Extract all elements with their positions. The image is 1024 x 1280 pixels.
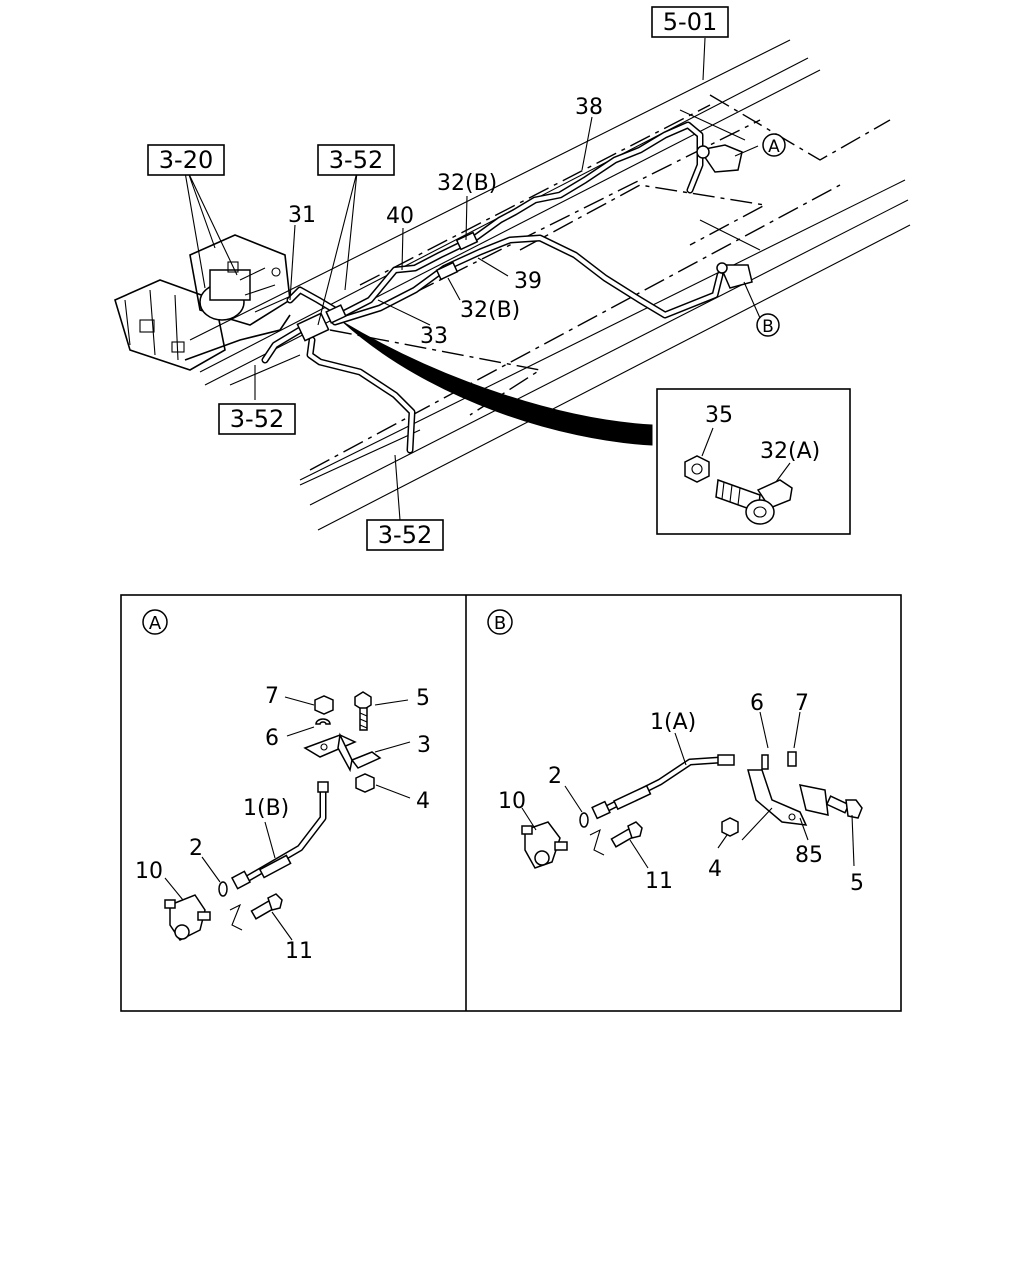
panel-b-callout-1a: 1(A) — [650, 710, 696, 735]
svg-text:B: B — [494, 613, 506, 634]
bolt-icon — [825, 795, 863, 819]
panel-b-callout-6: 6 — [750, 691, 764, 716]
panel-a-callout-6: 6 — [265, 726, 279, 751]
union-fitting-icon — [521, 821, 568, 869]
o-ring-icon — [218, 881, 228, 897]
elbow-union-icon — [715, 478, 793, 525]
flexible-hose-icon — [591, 754, 735, 820]
svg-text:3-52: 3-52 — [329, 146, 383, 174]
bracket-icon — [303, 732, 382, 773]
brake-pipes — [261, 121, 753, 454]
panel-a-title: A — [142, 609, 168, 635]
callout-40: 40 — [386, 204, 414, 229]
svg-text:3-20: 3-20 — [159, 146, 213, 174]
svg-text:3-52: 3-52 — [378, 521, 432, 549]
panel-b-callout-2: 2 — [548, 764, 562, 789]
o-ring-icon — [579, 812, 589, 828]
panel-b-callout-7: 7 — [795, 691, 809, 716]
nut-icon — [314, 695, 334, 715]
svg-text:5-01: 5-01 — [663, 8, 717, 36]
panel-a-callout-1b: 1(B) — [243, 796, 289, 821]
callout-32a: 32(A) — [760, 439, 820, 464]
detail-panel-b: B — [487, 609, 864, 896]
bolt-icon — [354, 691, 372, 731]
callout-32b-mid: 32(B) — [460, 298, 520, 323]
svg-text:3-52: 3-52 — [230, 405, 284, 433]
main-leader-lines — [184, 37, 761, 521]
panel-a-callout-7: 7 — [265, 684, 279, 709]
detail-panels: A — [120, 594, 902, 1012]
svg-text:A: A — [768, 137, 780, 157]
reference-box-5-01: 5-01 — [651, 6, 729, 38]
main-assembly-drawing: 5-01 3-20 3-52 3-52 3-52 38 A 32(B) 31 4… — [114, 6, 911, 551]
detail-panel-a: A — [135, 609, 431, 964]
panel-a-callout-5: 5 — [416, 686, 430, 711]
nut-icon — [787, 751, 797, 767]
union-fitting-icon — [164, 894, 211, 941]
union-detail-inset: 35 32(A) — [656, 388, 851, 535]
callout-32b-top: 32(B) — [437, 171, 497, 196]
callout-31: 31 — [288, 203, 316, 228]
svg-text:B: B — [762, 317, 774, 337]
panel-b-callout-85: 85 — [795, 843, 823, 868]
callout-35: 35 — [705, 403, 733, 428]
nut-icon — [355, 773, 375, 793]
callout-33: 33 — [420, 324, 448, 349]
bolt-icon — [610, 821, 643, 848]
detail-a-marker: A — [762, 133, 786, 157]
svg-text:A: A — [149, 613, 162, 634]
panel-b-title: B — [487, 609, 513, 635]
panel-a-callout-10: 10 — [135, 859, 163, 884]
detail-b-marker: B — [756, 313, 780, 337]
washer-icon — [315, 718, 331, 725]
panel-b-callout-11: 11 — [645, 869, 673, 894]
reference-box-3-52-top: 3-52 — [317, 144, 395, 176]
panel-a-callout-4: 4 — [416, 789, 430, 814]
flexible-hose-icon — [230, 781, 329, 890]
nut-icon — [721, 817, 739, 837]
reference-box-3-52-bottom: 3-52 — [366, 519, 444, 551]
nut-icon — [684, 455, 710, 483]
panel-a-callout-3: 3 — [417, 733, 431, 758]
callout-38: 38 — [575, 95, 603, 120]
panel-b-callout-4: 4 — [708, 857, 722, 882]
reference-box-3-20: 3-20 — [147, 144, 225, 176]
panel-a-callout-11: 11 — [285, 939, 313, 964]
bolt-icon — [250, 893, 283, 920]
washer-icon — [761, 754, 769, 770]
panel-a-callout-2: 2 — [189, 836, 203, 861]
bracket-icon — [747, 769, 829, 826]
reference-box-3-52-mid: 3-52 — [218, 403, 296, 435]
panel-b-callout-5: 5 — [850, 871, 864, 896]
callout-39: 39 — [514, 269, 542, 294]
panel-b-callout-10: 10 — [498, 789, 526, 814]
valve-assembly — [114, 234, 301, 371]
